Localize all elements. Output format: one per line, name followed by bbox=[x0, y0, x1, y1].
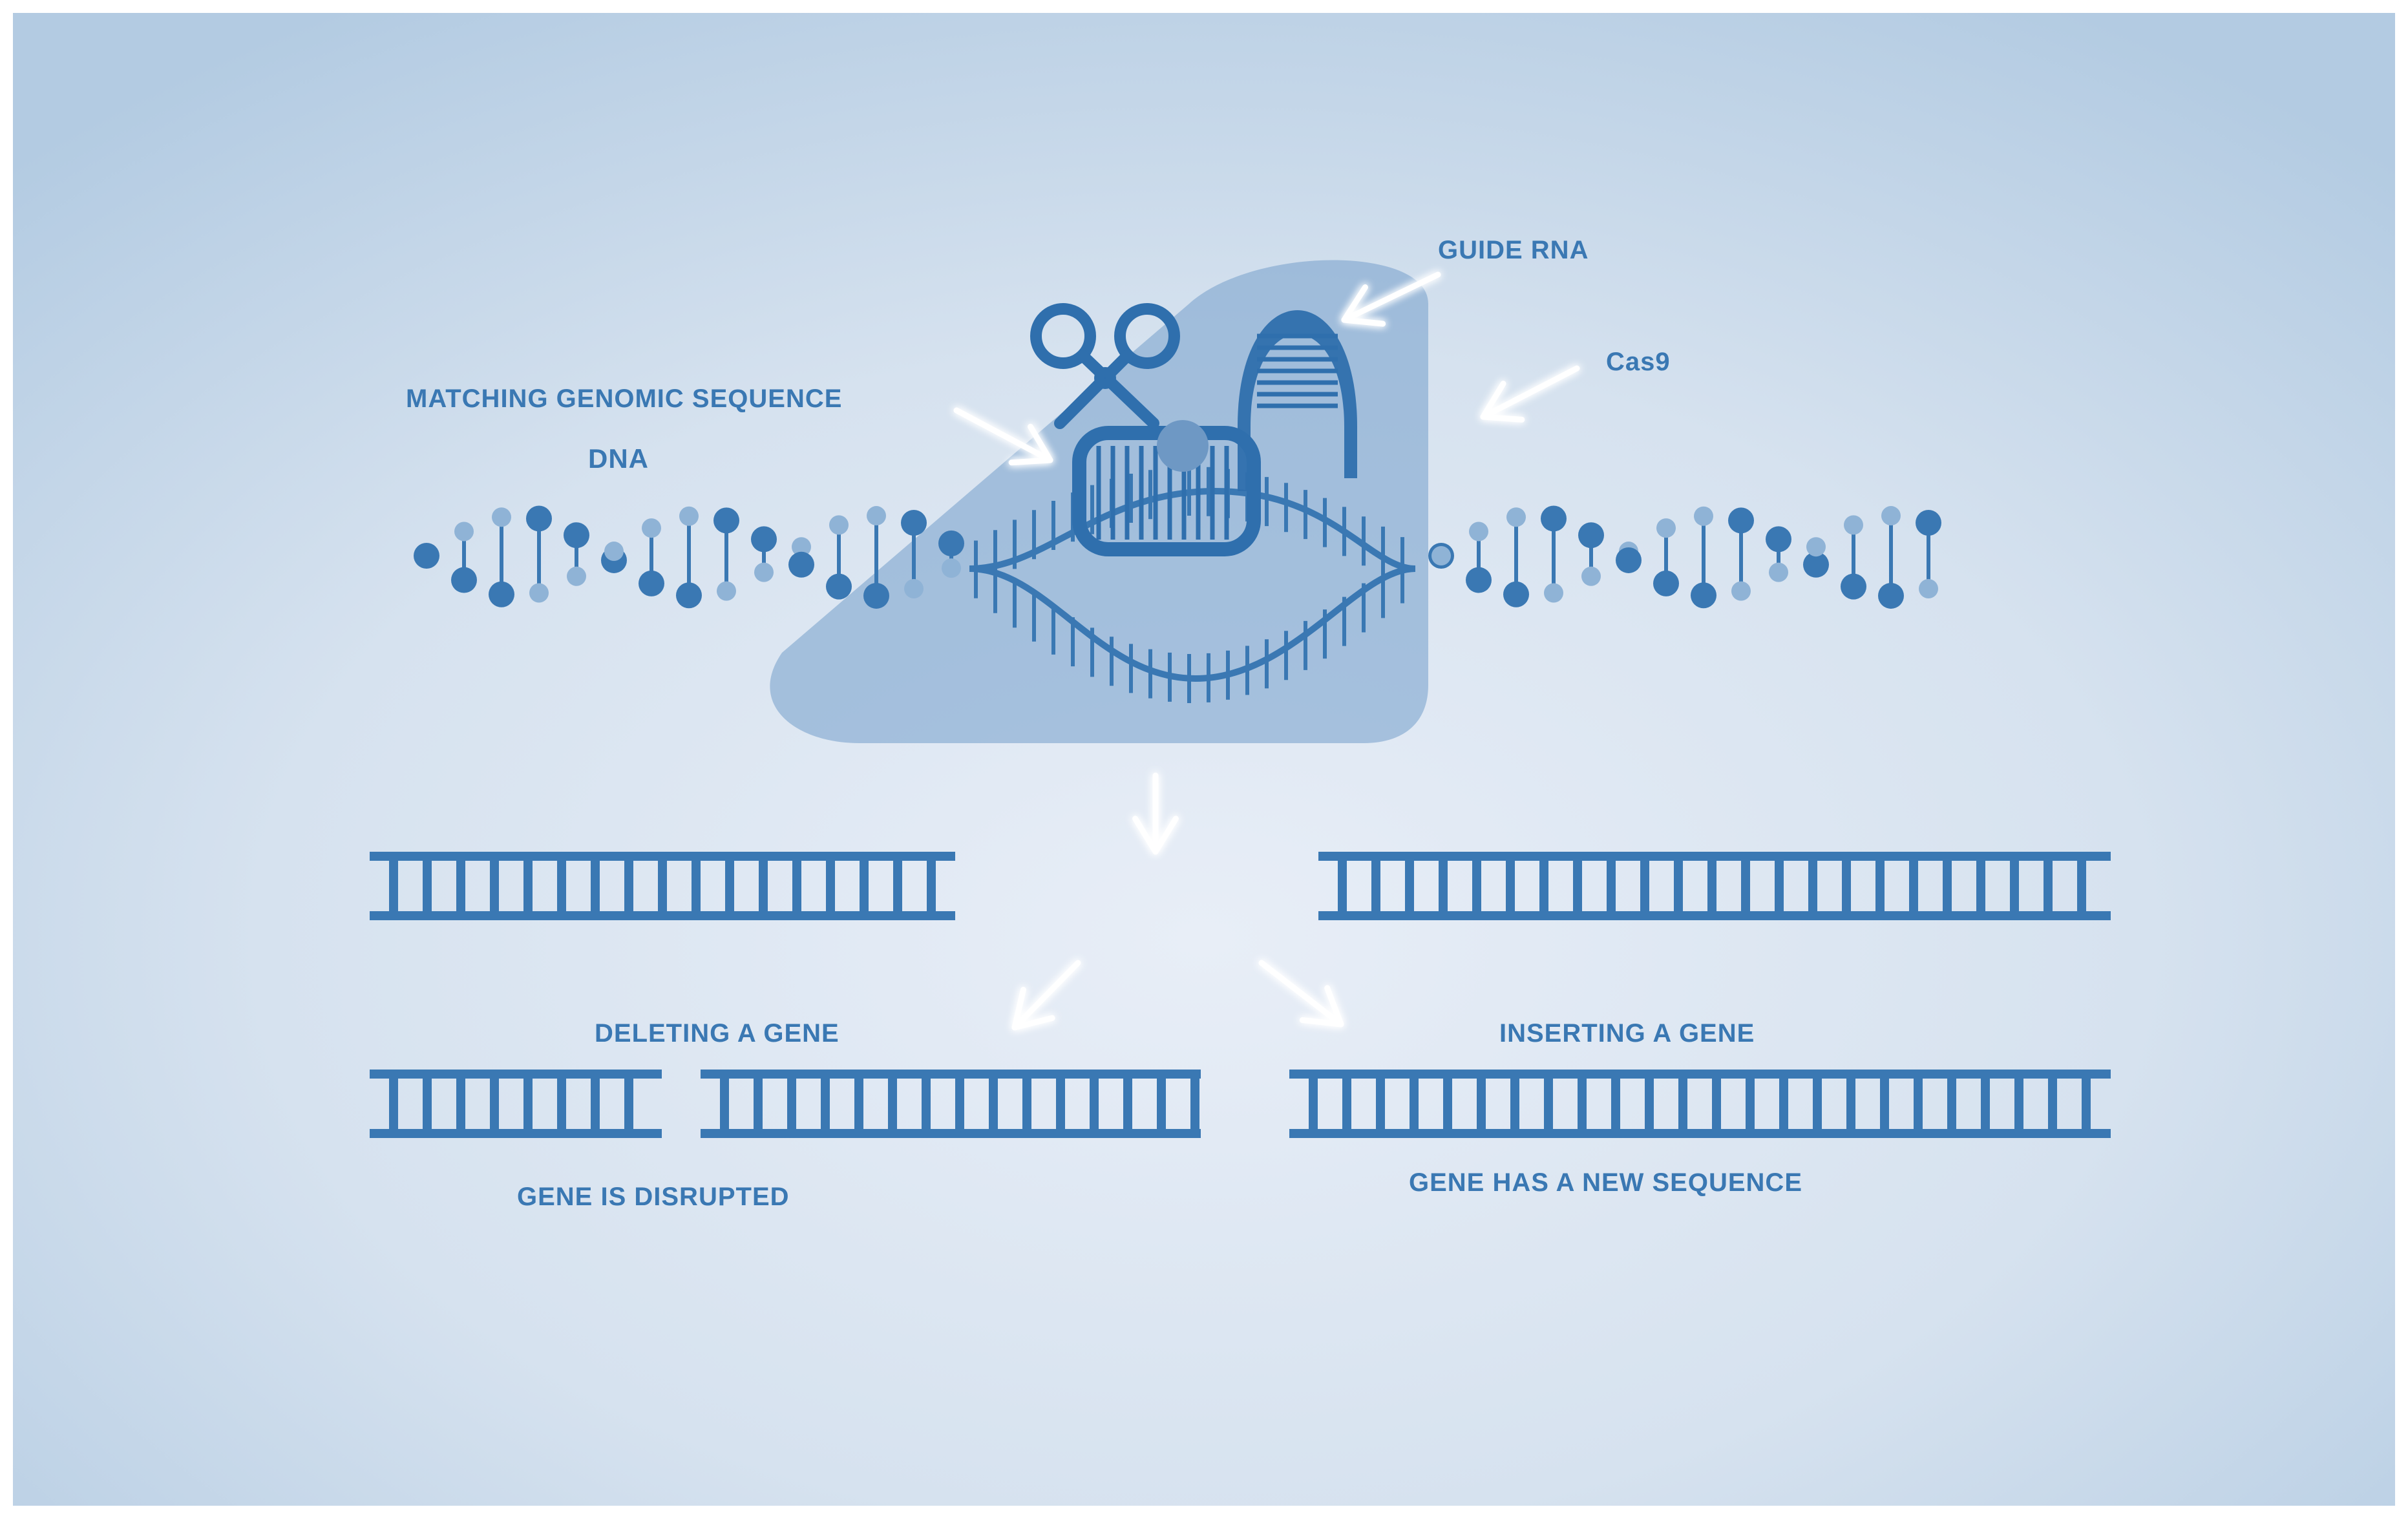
arrow-icon bbox=[1132, 772, 1179, 855]
diagram-background bbox=[13, 13, 2395, 1506]
helix-rung bbox=[1653, 518, 1679, 596]
helix-rung bbox=[601, 542, 627, 573]
arrows bbox=[953, 271, 1580, 1031]
helix-rung bbox=[1578, 522, 1604, 586]
arrow-icon bbox=[1480, 365, 1580, 423]
helix-rung bbox=[414, 543, 439, 569]
helix-rung bbox=[1803, 537, 1829, 578]
dna-open-bubble bbox=[969, 467, 1416, 703]
label-inserting-a-gene: INSERTING A GENE bbox=[1499, 1019, 1755, 1048]
scissors-icon bbox=[1030, 303, 1180, 429]
label-cas9: Cas9 bbox=[1606, 348, 1671, 376]
label-guide-rna: GUIDE RNA bbox=[1438, 236, 1589, 264]
arrow-icon bbox=[1011, 960, 1081, 1031]
dna-ladder bbox=[1289, 1070, 2111, 1138]
helix-rung bbox=[526, 505, 552, 603]
helix-rung bbox=[1841, 515, 1866, 600]
arrow-icon bbox=[953, 407, 1053, 466]
helix-rung bbox=[1916, 510, 1941, 598]
label-matching-genomic-sequence: MATCHING GENOMIC SEQUENCE bbox=[406, 385, 842, 413]
label-dna: DNA bbox=[588, 443, 649, 474]
helix-rung bbox=[1428, 543, 1454, 569]
helix-rung bbox=[451, 522, 477, 593]
helix-rung bbox=[564, 522, 589, 586]
helix-rung bbox=[1616, 542, 1642, 573]
helix-rung bbox=[1691, 506, 1716, 609]
helix-rung bbox=[713, 507, 739, 601]
helix-rung bbox=[863, 506, 889, 609]
helix-rung bbox=[489, 507, 514, 607]
helix-rung bbox=[751, 526, 777, 582]
label-deleting-a-gene: DELETING A GENE bbox=[595, 1019, 840, 1048]
label-gene-is-disrupted: GENE IS DISRUPTED bbox=[517, 1183, 790, 1211]
helix-rung bbox=[826, 515, 852, 600]
label-gene-has-a-new-sequence: GENE HAS A NEW SEQUENCE bbox=[1409, 1168, 1802, 1197]
helix-rung bbox=[1878, 506, 1904, 609]
helix-rung bbox=[639, 518, 664, 596]
helix-rung bbox=[788, 537, 814, 578]
helix-rung bbox=[1728, 507, 1754, 601]
helix-rung bbox=[676, 506, 702, 609]
helix-rung bbox=[1466, 522, 1492, 593]
helix-rung bbox=[1541, 505, 1567, 603]
guide-rna-dna-complex bbox=[1072, 420, 1261, 556]
dna-ladder bbox=[370, 1070, 662, 1138]
arrow-icon bbox=[1258, 960, 1344, 1028]
dna-double-helix bbox=[414, 505, 1941, 609]
result-dna-ladders bbox=[370, 852, 2111, 1138]
helix-rung bbox=[1766, 526, 1791, 582]
dna-ladder bbox=[370, 852, 955, 920]
helix-rung bbox=[901, 510, 927, 598]
helix-rung bbox=[938, 530, 964, 578]
dna-ladder bbox=[701, 1070, 1201, 1138]
arrow-icon bbox=[1341, 271, 1441, 327]
dna-ladder bbox=[1318, 852, 2111, 920]
helix-rung bbox=[1503, 507, 1529, 607]
